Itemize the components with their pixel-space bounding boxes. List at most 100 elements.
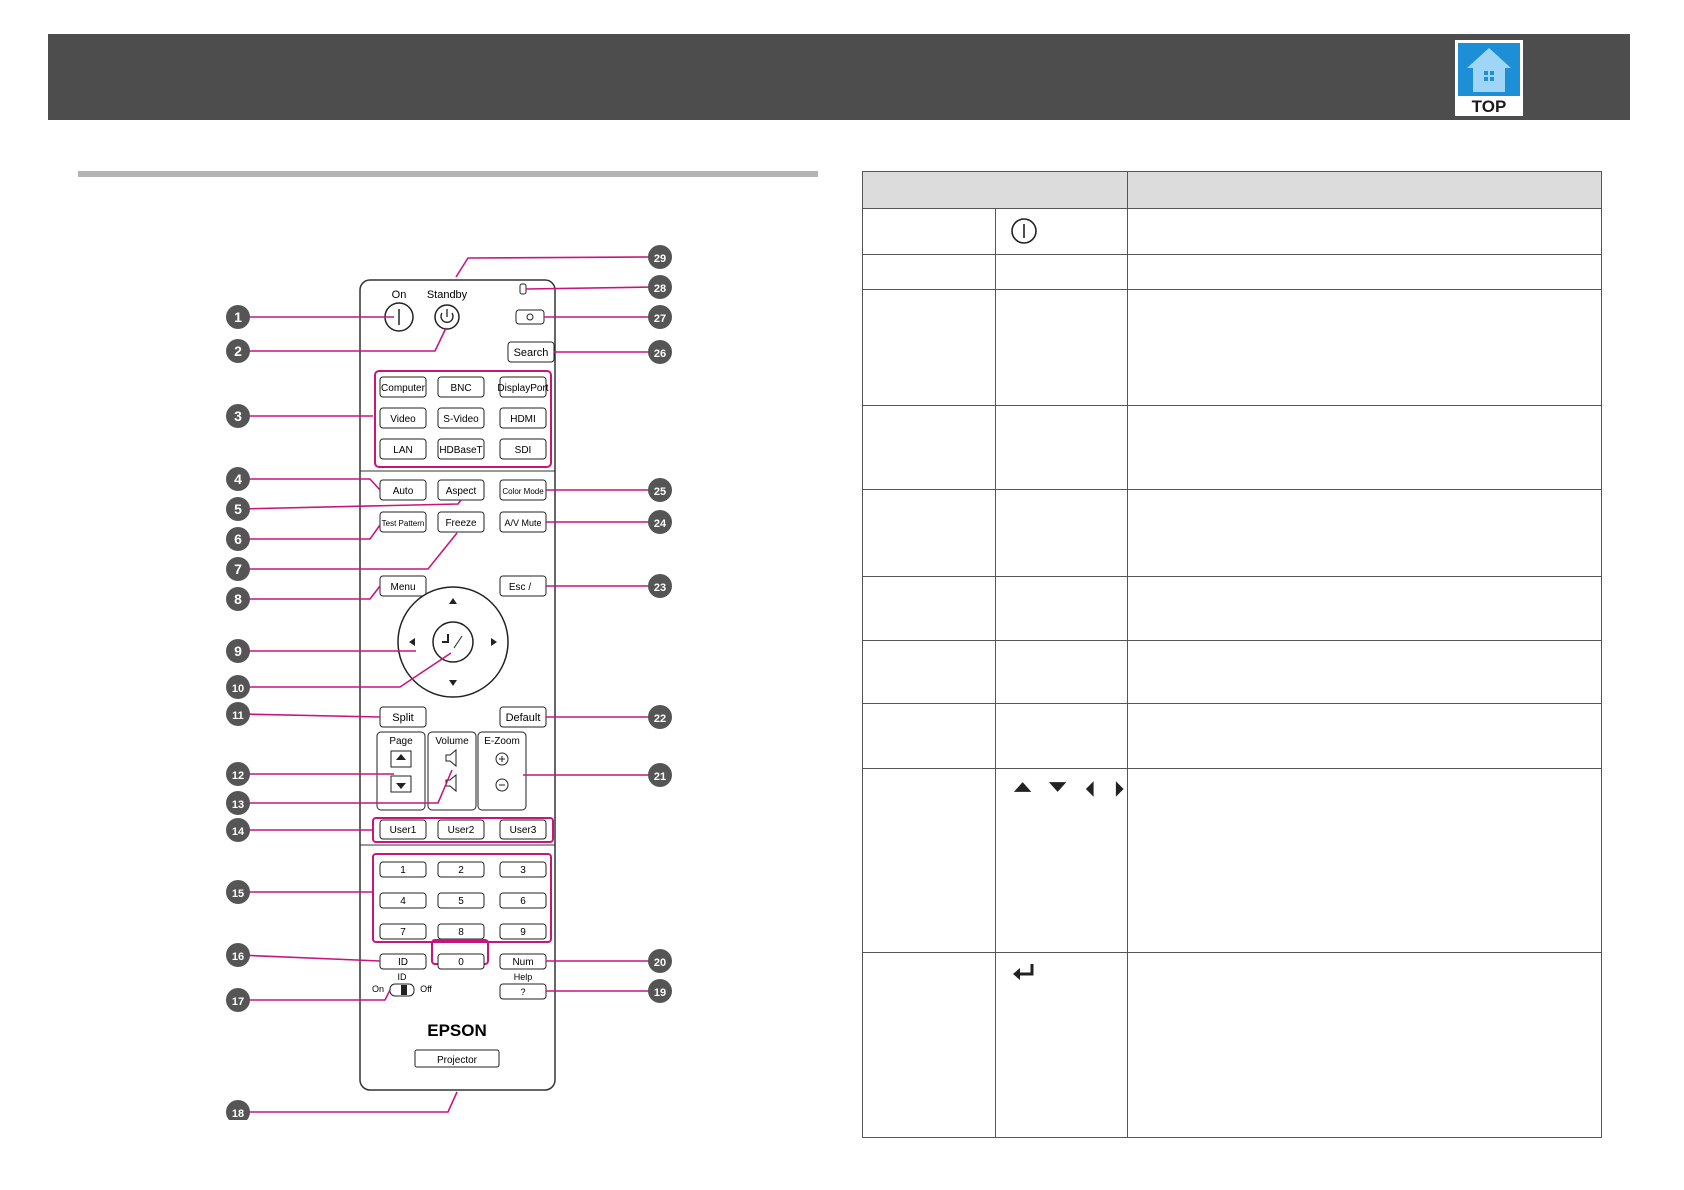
- bnc-button[interactable]: BNC: [437, 376, 485, 398]
- esc-button[interactable]: Esc /: [499, 575, 547, 597]
- svg-text:2: 2: [234, 343, 242, 359]
- svg-text:S-Video: S-Video: [443, 414, 479, 425]
- sdi-button[interactable]: SDI: [499, 438, 547, 460]
- default-button[interactable]: Default: [499, 706, 547, 728]
- svg-text:ID: ID: [398, 957, 408, 968]
- svg-text:8: 8: [234, 591, 242, 607]
- svg-text:4: 4: [400, 896, 406, 907]
- enter-button[interactable]: [432, 621, 474, 663]
- id-switch[interactable]: [389, 983, 415, 997]
- test-pattern-button[interactable]: Test Pattern: [379, 511, 427, 533]
- volume-up-button[interactable]: [445, 748, 457, 768]
- row-name: [994, 208, 1128, 255]
- svg-text:10: 10: [232, 683, 244, 695]
- zoom-out-button[interactable]: [495, 778, 509, 792]
- table-header-function: [1127, 171, 1602, 209]
- digit-9-button[interactable]: 9: [499, 923, 547, 940]
- svg-text:9: 9: [520, 927, 526, 938]
- svg-text:1: 1: [234, 309, 242, 325]
- row-name: [994, 952, 1128, 1138]
- lan-button[interactable]: LAN: [379, 438, 427, 460]
- top-button[interactable]: TOP: [1455, 40, 1523, 116]
- search-button[interactable]: Search: [507, 341, 555, 363]
- user1-button[interactable]: User1: [379, 819, 427, 840]
- digit-1-button[interactable]: 1: [379, 861, 427, 878]
- ezoom-group: [477, 731, 527, 811]
- svg-text:6: 6: [520, 896, 526, 907]
- svg-text:A/V Mute: A/V Mute: [504, 518, 541, 528]
- user2-button[interactable]: User2: [437, 819, 485, 840]
- brand-logo: EPSON: [427, 1021, 487, 1040]
- table-header-name: [862, 171, 1128, 209]
- svg-text:15: 15: [232, 888, 244, 900]
- digit-8-button[interactable]: 8: [437, 923, 485, 940]
- table-row: [862, 952, 1602, 1138]
- down-triangle-icon: [1048, 782, 1067, 792]
- down-arrow-icon: [449, 680, 457, 686]
- auto-button[interactable]: Auto: [379, 479, 427, 501]
- svg-text:23: 23: [654, 582, 666, 594]
- menu-button[interactable]: Menu: [379, 575, 427, 597]
- svg-text:DisplayPort: DisplayPort: [497, 383, 548, 394]
- page-up-button[interactable]: [390, 750, 412, 768]
- page-down-button[interactable]: [390, 775, 412, 793]
- num-button[interactable]: Num: [499, 953, 547, 970]
- svg-text:Num: Num: [512, 957, 533, 968]
- av-mute-button[interactable]: A/V Mute: [499, 511, 547, 533]
- video-button[interactable]: Video: [379, 407, 427, 429]
- digit-5-button[interactable]: 5: [437, 892, 485, 909]
- svg-text:Menu: Menu: [390, 582, 415, 593]
- svg-text:?: ?: [520, 987, 525, 997]
- standby-button[interactable]: [434, 304, 460, 330]
- table-row: [862, 254, 1602, 290]
- svg-text:20: 20: [654, 957, 666, 969]
- aspect-button[interactable]: Aspect: [437, 479, 485, 501]
- digit-4-button[interactable]: 4: [379, 892, 427, 909]
- digit-0-button[interactable]: 0: [437, 953, 485, 970]
- hdmi-button[interactable]: HDMI: [499, 407, 547, 429]
- svg-text:3: 3: [234, 408, 242, 424]
- svg-text:22: 22: [654, 713, 666, 725]
- computer-button[interactable]: Computer: [379, 376, 427, 398]
- header-bar: [48, 34, 1630, 120]
- svg-text:18: 18: [232, 1108, 244, 1120]
- off-switch-label: Off: [420, 984, 432, 994]
- svg-text:E-Zoom: E-Zoom: [484, 736, 520, 747]
- digit-6-button[interactable]: 6: [499, 892, 547, 909]
- color-mode-button[interactable]: Color Mode: [499, 479, 547, 501]
- illumination-button[interactable]: [515, 309, 545, 325]
- split-button[interactable]: Split: [379, 706, 427, 728]
- svg-text:Volume: Volume: [435, 736, 469, 747]
- top-label: TOP: [1472, 97, 1507, 116]
- svg-text:Split: Split: [392, 712, 413, 724]
- zoom-in-button[interactable]: [495, 752, 509, 766]
- user3-button[interactable]: User3: [499, 819, 547, 840]
- table-header-row: [862, 171, 1602, 209]
- on-switch-label: On: [372, 984, 384, 994]
- enter-icon: [442, 634, 449, 643]
- digit-2-button[interactable]: 2: [437, 861, 485, 878]
- remote-control-diagram: On Standby Search Computer BNC DisplayPo…: [226, 245, 672, 1120]
- freeze-button[interactable]: Freeze: [437, 511, 485, 533]
- table-row: [862, 208, 1602, 255]
- digit-3-button[interactable]: 3: [499, 861, 547, 878]
- help-button[interactable]: ?: [499, 983, 547, 1000]
- on-label: On: [392, 289, 407, 301]
- s-video-button[interactable]: S-Video: [437, 407, 485, 429]
- svg-text:Aspect: Aspect: [446, 486, 477, 497]
- section-rule: [78, 171, 818, 177]
- up-triangle-icon: [1013, 782, 1031, 792]
- hdbaset-button[interactable]: HDBaseT: [437, 438, 485, 460]
- remote-indicator: [519, 283, 527, 295]
- svg-text:User3: User3: [510, 825, 537, 836]
- power-on-icon: [1010, 218, 1037, 244]
- table-row: [862, 489, 1602, 577]
- row-name: [994, 768, 1128, 953]
- row-number: [862, 208, 996, 255]
- svg-text:HDMI: HDMI: [510, 414, 536, 425]
- digit-7-button[interactable]: 7: [379, 923, 427, 940]
- id-button[interactable]: ID: [379, 953, 427, 970]
- svg-text:6: 6: [234, 531, 242, 547]
- displayport-button[interactable]: DisplayPort: [497, 376, 549, 398]
- svg-text:29: 29: [654, 253, 666, 265]
